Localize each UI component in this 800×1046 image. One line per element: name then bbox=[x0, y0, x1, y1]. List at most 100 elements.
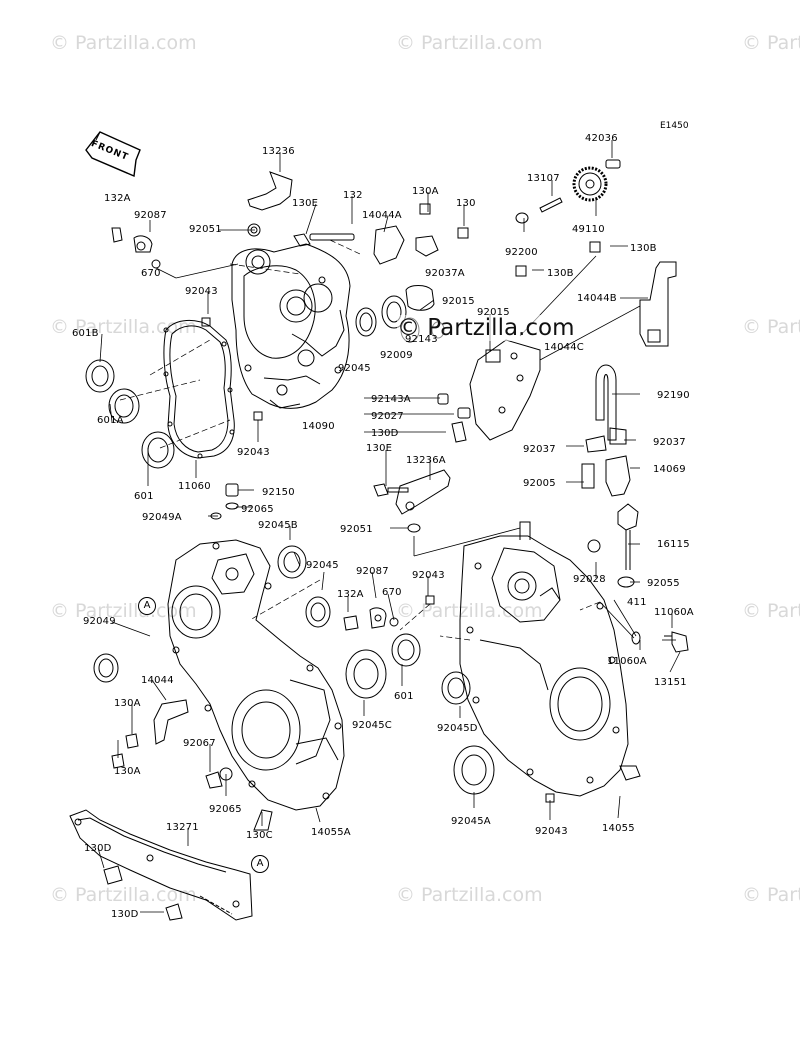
part-label: 92051 bbox=[340, 524, 373, 535]
part-label: 92037 bbox=[653, 437, 686, 448]
bearing-92045d bbox=[441, 671, 471, 705]
part-label: 11060A bbox=[654, 607, 694, 618]
part-label: 601 bbox=[394, 691, 414, 702]
part-label: 92043 bbox=[535, 826, 568, 837]
part-label: 92037A bbox=[425, 268, 465, 279]
part-label: 92045 bbox=[338, 363, 371, 374]
part-label: 92027 bbox=[371, 411, 404, 422]
part-label: 92049 bbox=[83, 616, 116, 627]
part-label: 92055 bbox=[647, 578, 680, 589]
part-label: 92045A bbox=[451, 816, 491, 827]
part-label: 132A bbox=[337, 589, 364, 600]
part-label: 14044A bbox=[362, 210, 402, 221]
drain-bolt-13151 bbox=[631, 631, 689, 653]
part-label: 14044 bbox=[141, 675, 174, 686]
small-parts-top-left bbox=[111, 171, 355, 421]
part-label: 14069 bbox=[653, 464, 686, 475]
part-label: 130A bbox=[114, 766, 141, 777]
part-label: 92067 bbox=[183, 738, 216, 749]
watermark-lower-center: © Partzilla.com bbox=[396, 600, 543, 622]
part-label: 92037 bbox=[523, 444, 556, 455]
bearing-92045 bbox=[305, 596, 331, 628]
part-label: 92087 bbox=[356, 566, 389, 577]
part-label: 130A bbox=[412, 186, 439, 197]
part-label: 49110 bbox=[572, 224, 605, 235]
part-label: 92043 bbox=[412, 570, 445, 581]
seal-92049 bbox=[93, 653, 119, 683]
part-label: 92051 bbox=[189, 224, 222, 235]
part-label: 14055 bbox=[602, 823, 635, 834]
bearing-92045c bbox=[345, 649, 387, 699]
part-label: 92043 bbox=[185, 286, 218, 297]
watermark-top-left: © Partzilla.com bbox=[50, 32, 197, 54]
crankcase-right-14055 bbox=[425, 521, 641, 803]
bracket-14044b bbox=[639, 261, 677, 347]
part-label: 92150 bbox=[262, 487, 295, 498]
bearing-601-center bbox=[391, 633, 421, 667]
watermark-bottom-right: © Partzilla.com bbox=[742, 884, 800, 906]
part-label: 130D bbox=[111, 909, 139, 920]
part-label: 14055A bbox=[311, 827, 351, 838]
watermark-bottom-center: © Partzilla.com bbox=[396, 884, 543, 906]
arm-13236a bbox=[343, 469, 451, 631]
part-label: 42036 bbox=[585, 133, 618, 144]
part-label: 130B bbox=[630, 243, 657, 254]
part-label: 92043 bbox=[237, 447, 270, 458]
diagram-code: E1450 bbox=[660, 121, 689, 131]
part-label: 13236 bbox=[262, 146, 295, 157]
part-label: 92015 bbox=[442, 296, 475, 307]
leader-lines bbox=[97, 140, 681, 913]
crankcase-cover-14090 bbox=[231, 243, 351, 409]
part-label: 11060A bbox=[607, 656, 647, 667]
part-label: 92005 bbox=[523, 478, 556, 489]
hose-92190 bbox=[581, 364, 631, 497]
part-label: 132A bbox=[104, 193, 131, 204]
bearing-601b bbox=[85, 359, 115, 393]
watermark-bottom-left: © Partzilla.com bbox=[50, 884, 197, 906]
part-label: 92200 bbox=[505, 247, 538, 258]
part-label: 130D bbox=[371, 428, 399, 439]
part-label: 16115 bbox=[657, 539, 690, 550]
part-label: 92009 bbox=[380, 350, 413, 361]
part-label: 130 bbox=[456, 198, 476, 209]
part-label: 92015 bbox=[477, 307, 510, 318]
part-label: 92065 bbox=[241, 504, 274, 515]
bracket-14044c bbox=[437, 339, 541, 443]
part-label: 92049A bbox=[142, 512, 182, 523]
cover-13271 bbox=[69, 809, 253, 921]
bearing-601a bbox=[108, 388, 140, 424]
part-label: 92143A bbox=[371, 394, 411, 405]
watermark-mid-left: © Partzilla.com bbox=[50, 316, 197, 338]
part-label: 132 bbox=[343, 190, 363, 201]
watermark-center: © Partzilla.com bbox=[397, 315, 575, 341]
part-label: 130E bbox=[366, 443, 393, 454]
marker-a-lower: A bbox=[251, 855, 269, 873]
part-label: 670 bbox=[382, 587, 402, 598]
part-label: 130A bbox=[114, 698, 141, 709]
assembly-lines bbox=[119, 239, 601, 641]
bearing-92045a bbox=[453, 745, 495, 795]
part-label: 92190 bbox=[657, 390, 690, 401]
bearing-601 bbox=[141, 431, 175, 469]
dipstick-16115 bbox=[587, 503, 639, 588]
part-label: 11060 bbox=[178, 481, 211, 492]
watermark-lower-right: © Partzilla.com bbox=[742, 600, 800, 622]
part-label: 92045B bbox=[258, 520, 298, 531]
bracket-14044 bbox=[111, 699, 189, 769]
part-label: 92045D bbox=[437, 723, 478, 734]
marker-a-upper: A bbox=[138, 597, 156, 615]
part-label: 13107 bbox=[527, 173, 560, 184]
part-label: 130E bbox=[292, 198, 319, 209]
part-label: 92028 bbox=[573, 574, 606, 585]
watermark-lower-left: © Partzilla.com bbox=[50, 600, 197, 622]
watermark-mid-right: © Partzilla.com bbox=[742, 316, 800, 338]
part-label: 92045 bbox=[306, 560, 339, 571]
part-label: 130D bbox=[84, 843, 112, 854]
part-label: 92087 bbox=[134, 210, 167, 221]
bearing-92045b bbox=[277, 545, 307, 579]
part-label: 92143 bbox=[405, 334, 438, 345]
part-label: 92065 bbox=[209, 804, 242, 815]
part-label: 130B bbox=[547, 268, 574, 279]
part-label: 601A bbox=[97, 415, 124, 426]
